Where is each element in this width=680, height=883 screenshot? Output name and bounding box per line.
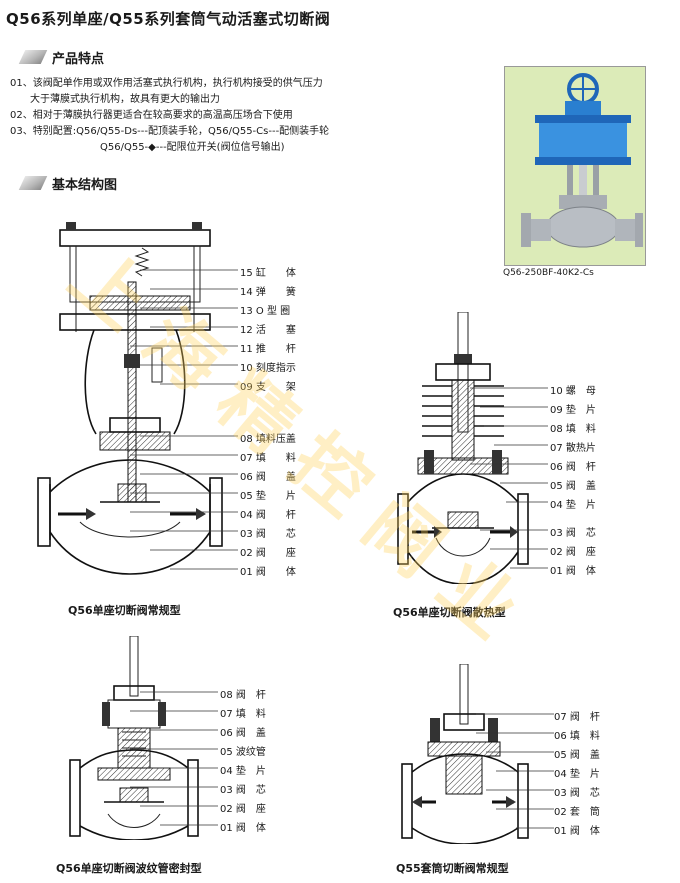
part-label: 02 阀 座: [240, 548, 296, 559]
part-label: 13 O 型 圈: [240, 306, 291, 317]
leader-lines-icon: [130, 691, 218, 826]
part-label: 07 散热片: [550, 443, 596, 454]
part-label: 05 波纹管: [220, 747, 266, 758]
photo-caption: Q56-250BF-40K2-Cs: [503, 268, 594, 278]
part-label: 04 垫 片: [550, 500, 596, 511]
diagram-bellows-icon: [69, 636, 199, 840]
part-label: 11 推 杆: [240, 344, 296, 355]
part-label: 09 支 架: [240, 382, 296, 393]
section-marker-icon: [18, 176, 48, 190]
leader-lines-icon: [476, 713, 554, 829]
part-label: 07 填 料: [220, 709, 266, 720]
diagram-standard-icon: [37, 222, 223, 575]
part-label: 01 阀 体: [554, 826, 600, 837]
part-label: 03 阀 芯: [240, 529, 296, 540]
feature-line: 02、相对于薄膜执行器更适合在较高要求的高温高压场合下使用: [10, 110, 293, 121]
part-label: 02 套 筒: [554, 807, 600, 818]
part-label: 08 填料压盖: [240, 434, 296, 445]
structure-heading: 基本结构图: [18, 174, 118, 193]
structure-heading-label: 基本结构图: [52, 177, 118, 193]
diagram-cage-icon: [401, 664, 529, 844]
diagram-caption: Q56单座切断阀波纹管密封型: [56, 862, 202, 875]
part-label: 05 阀 盖: [550, 481, 596, 492]
part-label: 15 缸 体: [240, 268, 296, 279]
part-label: 09 垫 片: [550, 405, 596, 416]
valve-photo-icon: [505, 67, 645, 265]
part-label: 10 螺 母: [550, 386, 596, 397]
feature-line: 03、特别配置:Q56/Q55-Ds---配顶装手轮，Q56/Q55-Cs---…: [10, 126, 330, 137]
part-label: 01 阀 体: [240, 567, 296, 578]
part-label: 02 阀 座: [220, 804, 266, 815]
part-label: 06 填 料: [554, 731, 600, 742]
page-title: Q56系列单座/Q55系列套筒气动活塞式切断阀: [6, 10, 331, 28]
part-label: 04 垫 片: [554, 769, 600, 780]
feature-line: 01、该阀配单作用或双作用活塞式执行机构，执行机构接受的供气压力: [10, 78, 323, 89]
features-list: 01、该阀配单作用或双作用活塞式执行机构，执行机构接受的供气压力 大于薄膜式执行…: [10, 76, 430, 156]
feature-line: 大于薄膜式执行机构，故具有更大的输出力: [30, 94, 220, 105]
part-label: 06 阀 杆: [550, 462, 596, 473]
feature-line: Q56/Q55-◆---配限位开关(阀位信号输出): [100, 142, 285, 153]
part-label: 06 阀 盖: [220, 728, 266, 739]
part-label: 03 阀 芯: [554, 788, 600, 799]
part-label: 08 阀 杆: [220, 690, 266, 701]
part-label: 08 填 料: [550, 424, 596, 435]
leader-lines-icon: [470, 387, 548, 569]
part-label: 05 垫 片: [240, 491, 296, 502]
part-label: 01 阀 体: [220, 823, 266, 834]
part-label: 10 刻度指示: [240, 363, 296, 374]
diagram-caption: Q56单座切断阀常规型: [68, 604, 181, 617]
part-label: 07 阀 杆: [554, 712, 600, 723]
product-photo: [504, 66, 646, 266]
part-label: 05 阀 盖: [554, 750, 600, 761]
part-label: 04 垫 片: [220, 766, 266, 777]
leader-lines-icon: [130, 269, 238, 570]
section-marker-icon: [18, 50, 48, 64]
part-label: 06 阀 盖: [240, 472, 296, 483]
part-label: 03 阀 芯: [220, 785, 266, 796]
diagram-caption: Q56单座切断阀散热型: [393, 606, 506, 619]
diagram-caption: Q55套筒切断阀常规型: [396, 862, 509, 875]
part-label: 03 阀 芯: [550, 528, 596, 539]
part-label: 14 弹 簧: [240, 287, 296, 298]
features-heading-label: 产品特点: [52, 51, 105, 67]
part-label: 07 填 料: [240, 453, 296, 464]
part-label: 12 活 塞: [240, 325, 296, 336]
features-heading: 产品特点: [18, 48, 105, 67]
part-label: 02 阀 座: [550, 547, 596, 558]
part-label: 01 阀 体: [550, 566, 596, 577]
part-label: 04 阀 杆: [240, 510, 296, 521]
diagram-heat-sink-icon: [397, 312, 529, 584]
